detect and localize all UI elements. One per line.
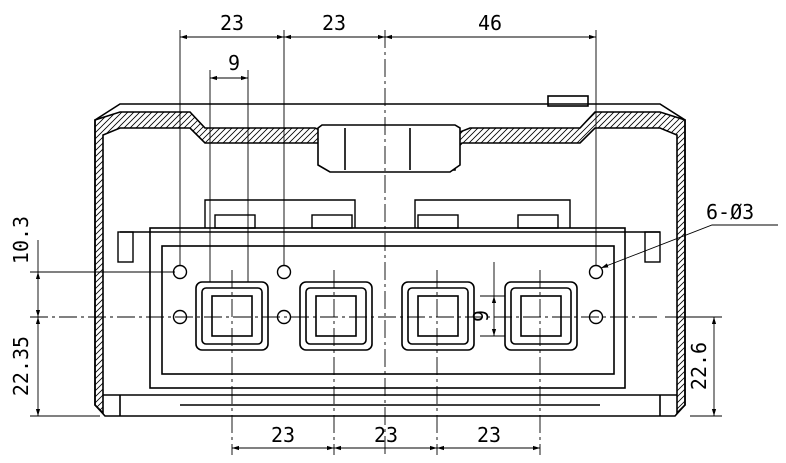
callout-leader xyxy=(600,224,778,269)
dim-left-upper: 10.3 xyxy=(9,216,33,264)
dim-left-lower: 22.35 xyxy=(9,336,33,396)
square-button-2 xyxy=(299,281,373,351)
center-lines xyxy=(30,30,660,455)
dim-bottom-left: 23 xyxy=(271,423,295,447)
dim-top-right: 46 xyxy=(478,11,502,35)
mounting-holes xyxy=(172,264,604,325)
dim-bottom-right: 23 xyxy=(477,423,501,447)
enclosure-outline xyxy=(94,103,686,417)
internal-blocks xyxy=(117,199,661,263)
callout-holes: 6-Ø3 xyxy=(706,200,754,224)
extension-lines xyxy=(30,30,722,417)
square-button-3 xyxy=(401,281,475,351)
dimension-lines xyxy=(35,34,778,451)
square-buttons xyxy=(195,281,578,351)
hole-1 xyxy=(172,264,188,280)
dim-top-middle: 23 xyxy=(322,11,346,35)
hole-3 xyxy=(276,264,292,280)
dim-square-size: 9 xyxy=(469,310,493,322)
dim-bottom-middle: 23 xyxy=(374,423,398,447)
front-plate xyxy=(149,227,626,389)
top-knob xyxy=(547,95,589,107)
dim-right-height: 22.6 xyxy=(687,342,711,390)
center-pad xyxy=(317,124,461,173)
front-plate-outer xyxy=(149,227,626,389)
hole-5 xyxy=(588,264,604,280)
dim-top-left: 23 xyxy=(220,11,244,35)
front-plate-inner xyxy=(161,245,615,375)
square-button-4 xyxy=(504,281,578,351)
dimension-text: 23 23 46 9 10.3 22.35 22.6 9 23 23 23 6-… xyxy=(9,11,754,447)
enclosure xyxy=(94,95,686,417)
dim-hole-width: 9 xyxy=(228,51,240,75)
